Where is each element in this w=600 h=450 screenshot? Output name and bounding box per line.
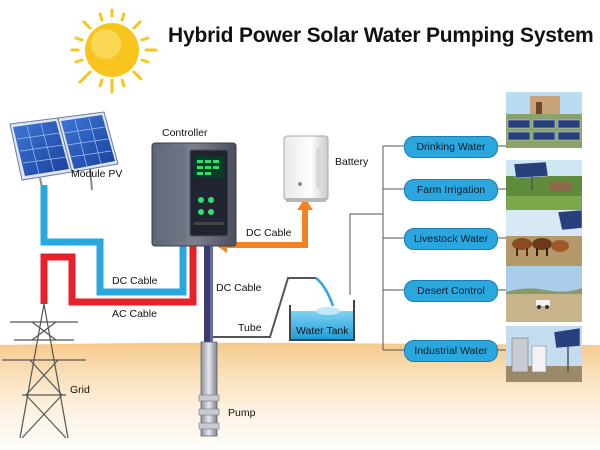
irrigation-photo xyxy=(506,160,582,216)
label-dc-cable-battery: DC Cable xyxy=(246,227,292,239)
well-dc-cable xyxy=(210,246,213,426)
label-ac-cable: AC Cable xyxy=(112,308,157,320)
water-stream xyxy=(315,277,335,307)
solar-panel-icon xyxy=(9,111,119,197)
ground xyxy=(0,342,600,450)
livestock-photo xyxy=(506,210,582,266)
app-desert-control: Desert Control xyxy=(404,280,498,302)
label-controller: Controller xyxy=(162,127,208,139)
solar-farm-photo xyxy=(506,92,582,148)
controller-icon xyxy=(151,142,237,247)
label-pump: Pump xyxy=(228,407,256,419)
label-battery: Battery xyxy=(335,156,369,168)
app-drinking-water: Drinking Water xyxy=(404,136,498,158)
sun-icon xyxy=(70,8,158,94)
pump-icon xyxy=(198,341,220,437)
water-tank-icon xyxy=(289,300,355,341)
app-industrial-water: Industrial Water xyxy=(404,340,498,362)
grid-tower-icon xyxy=(2,303,86,439)
desert-photo xyxy=(506,266,582,322)
industrial-tank-photo xyxy=(506,326,582,382)
battery-arrow xyxy=(297,198,313,210)
label-grid: Grid xyxy=(70,384,90,396)
pv-dc-cable xyxy=(40,185,187,296)
ac-cable xyxy=(40,245,197,306)
label-water-tank: Water Tank xyxy=(296,325,349,337)
app-livestock-water: Livestock Water xyxy=(404,228,498,250)
label-dc-cable-pv: DC Cable xyxy=(112,275,158,287)
battery-icon xyxy=(283,135,329,202)
label-tube: Tube xyxy=(238,322,262,334)
battery-dc-cable xyxy=(219,206,308,248)
water-tube xyxy=(213,277,316,338)
diagram-title: Hybrid Power Solar Water Pumping System xyxy=(168,24,594,47)
label-dc-cable-well: DC Cable xyxy=(216,282,262,294)
label-module-pv: Module PV xyxy=(71,168,123,180)
well-pipe xyxy=(204,246,210,426)
app-farm-irrigation: Farm Irrigation xyxy=(404,179,498,201)
